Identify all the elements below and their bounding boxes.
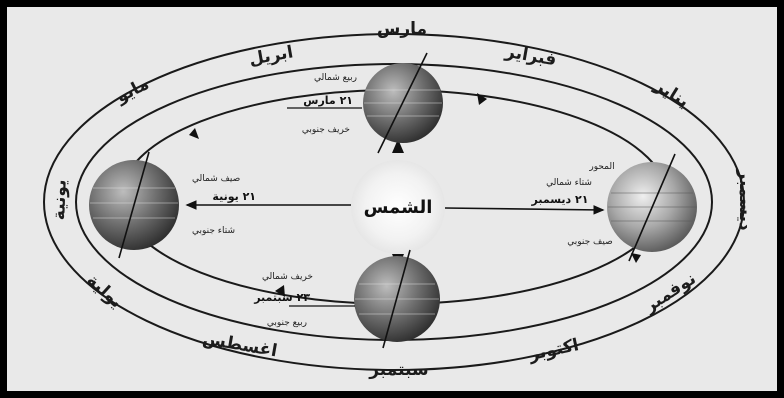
earth-june [89,152,179,258]
month-february: فبراير [503,42,558,71]
month-december: ديسمبر [735,168,755,231]
december-season-south: صيف جنوبي [567,237,612,247]
june-season-south: شتاء جنوبي [192,226,235,236]
september-season-south: ربيع جنوبي [267,318,307,328]
month-august: اغسطس [201,329,279,362]
ray-to-december [445,208,603,210]
month-october: اكتوبر [526,335,580,365]
diagram-paper: مارس ابريل فبراير مايو يناير يونية ديسمب… [7,7,777,391]
june-date: ٢١ يونية [212,190,256,203]
earth-orbit-diagram: مارس ابريل فبراير مايو يناير يونية ديسمب… [7,7,777,391]
september-season-north: خريف شمالي [262,272,313,282]
month-march: مارس [377,19,427,39]
march-date: ٢١ مارس [303,94,353,107]
earth-december [607,154,697,261]
june-season-north: صيف شمالي [192,174,240,184]
month-november: نوفمبر [640,269,700,317]
december-axis-label: المحور [588,162,614,172]
month-january: يناير [650,75,693,112]
earth-september [354,250,440,348]
december-season-north: شتاء شمالي [546,178,592,188]
december-date: ٢١ ديسمبر [531,193,589,206]
september-date: ٢٣ سبتمبر [253,291,310,304]
earth-march [363,53,443,153]
orbit-arrow-left [189,128,199,139]
march-season-north: ربيع شمالي [314,73,357,83]
month-september: سبتمبر [368,360,429,380]
month-april: ابريل [248,42,295,69]
march-season-south: خريف جنوبي [302,125,350,135]
month-june: يونية [49,179,70,220]
sun-label: الشمس [364,197,433,218]
month-may: مايو [112,74,152,108]
